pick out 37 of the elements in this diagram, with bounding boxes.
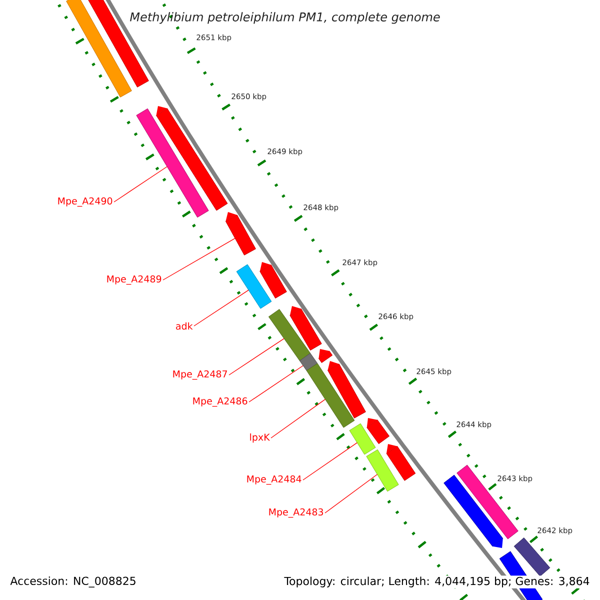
gene-label: Mpe_A2486 (193, 397, 248, 407)
gene-label: adk (176, 322, 193, 330)
gene-bar (366, 418, 390, 444)
gene-bar (327, 361, 366, 418)
gene-label: Mpe_A2489 (107, 275, 162, 285)
footer-text: Accession: NC_008825 (9, 576, 138, 588)
leader-line (270, 398, 326, 438)
leader-line (114, 166, 168, 202)
gene-bar (156, 106, 228, 211)
gene-label: lpxK (250, 433, 270, 443)
gene-label: Mpe_A2484 (247, 475, 302, 485)
gene-bar (136, 108, 209, 218)
title: Methylibium petroleiphilum PM1, complete genome (130, 12, 440, 24)
leader-line (248, 365, 304, 402)
gene-bar (225, 212, 256, 256)
gene-bar (318, 349, 333, 363)
gene-bar (306, 363, 355, 428)
gene-bar (268, 309, 311, 361)
gene-bar (260, 262, 287, 298)
gene-bar (386, 444, 416, 481)
gene-bar (299, 353, 318, 371)
gene-bar (456, 464, 518, 540)
leader-line (302, 442, 358, 480)
leader-line (194, 290, 249, 326)
leader-line (162, 238, 236, 280)
gene-label: Mpe_A2490 (58, 197, 112, 207)
leader-line (228, 338, 284, 376)
gene-bar (236, 264, 272, 309)
gene-label: Mpe_A2487 (173, 370, 227, 380)
gene-bar (349, 423, 376, 455)
gene-bar (514, 538, 550, 577)
gene-bar (366, 449, 399, 492)
leader-line (324, 474, 378, 514)
gene-label: Mpe_A2483 (269, 508, 324, 518)
gene-bar (66, 0, 132, 98)
gene-bar (290, 306, 322, 351)
footer-text: Topology: circular; Length: 4,044,195 bp; Genes: 3,864 (283, 576, 591, 588)
